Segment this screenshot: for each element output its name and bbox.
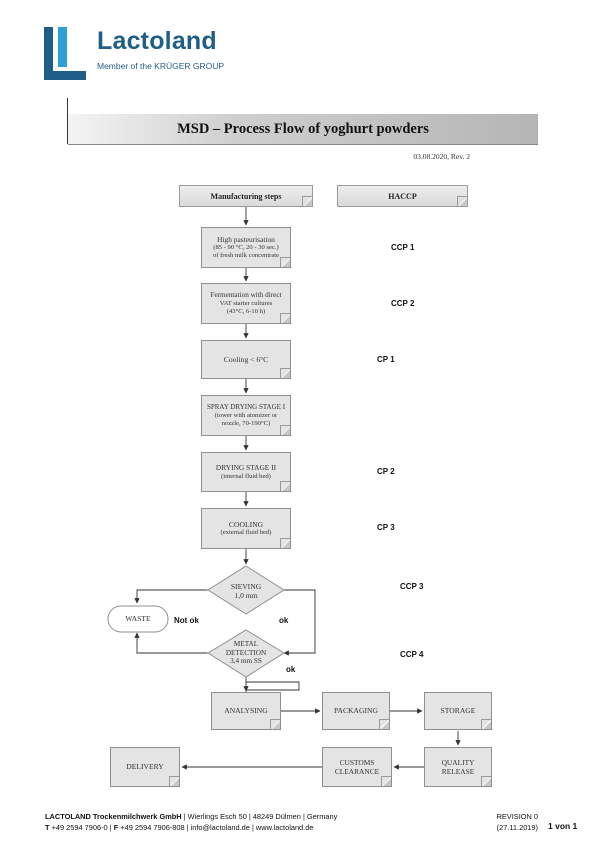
metal-detection-diamond [207, 629, 285, 678]
metal-line3: 3,4 mm SS [230, 657, 262, 666]
haccp-cp1: CP 1 [377, 355, 395, 364]
step-cooling-label: Cooling < 6°C [223, 354, 269, 364]
label-ok-sieving: ok [279, 616, 289, 625]
footer-revision: REVISION 0 [496, 812, 538, 821]
step-drying-stage-2: DRYING STAGE II (internal fluid bed) [201, 452, 291, 492]
step-high-pasteurisation: High pasteurisation (85 - 90 °C, 20 - 30… [201, 227, 291, 268]
footer-address: LACTOLAND Trockenmilchwerk GmbH | Wierli… [45, 812, 337, 821]
title-divider [67, 98, 68, 144]
step-customs-clearance: CUSTOMS CLEARANCE [322, 747, 392, 787]
logo-subtitle: Member of the KRÜGER GROUP [97, 61, 225, 71]
step-storage-label: STORAGE [440, 706, 476, 716]
quality-line1: QUALITY [441, 757, 475, 767]
logo-wordmark: Lactoland [97, 27, 217, 55]
sieving-line1: SIEVING [230, 582, 262, 591]
metal-line2: DETECTION [225, 648, 267, 657]
header-steps-label: Manufacturing steps [210, 191, 282, 201]
step-pasteurisation-line1: High pasteurisation [217, 234, 275, 244]
waste-label: WASTE [125, 614, 151, 623]
step-fermentation-line3: (43°C, 6-10 h) [226, 308, 266, 315]
customs-line2: CLEARANCE [334, 767, 380, 776]
step-delivery: DELIVERY [110, 747, 180, 787]
header-manufacturing-steps: Manufacturing steps [179, 185, 313, 207]
footer-fax-label: F [113, 823, 119, 832]
metal-detection-text: METAL DETECTION 3,4 mm SS [216, 640, 276, 666]
haccp-ccp1: CCP 1 [391, 243, 415, 252]
waste-terminal [107, 605, 169, 633]
step-cooling-external: COOLING (external fluid bed) [201, 508, 291, 549]
haccp-cp2: CP 2 [377, 467, 395, 476]
step-spray-line3: nozzle, 70-190°C) [221, 419, 271, 427]
lactoland-logo-icon [44, 27, 86, 80]
step-analysing-label: ANALYSING [224, 706, 268, 716]
step-cooling2-line1: COOLING [228, 519, 264, 529]
step-fermentation-line1: Fermentation with direct [210, 290, 282, 299]
footer-company: LACTOLAND Trockenmilchwerk GmbH [45, 812, 182, 821]
step-spray-line1: SPRAY DRYING STAGE I [206, 402, 286, 411]
sieving-text: SIEVING 1,0 mm [216, 582, 276, 600]
header-haccp-label: HACCP [388, 191, 417, 201]
footer-tel: +49 2594 7906-0 | [49, 823, 114, 832]
step-storage: STORAGE [424, 692, 492, 730]
sieving-diamond [207, 565, 285, 615]
label-ok-metal: ok [286, 665, 296, 674]
label-not-ok: Not ok [174, 616, 199, 625]
step-fermentation: Fermentation with direct VAT starter cul… [201, 283, 291, 324]
haccp-ccp2: CCP 2 [391, 299, 415, 308]
haccp-ccp3: CCP 3 [400, 582, 424, 591]
step-drying2-line2: (internal fluid bed) [221, 472, 271, 480]
step-fermentation-line2: VAT starter cultures [219, 299, 273, 307]
revision-date: 03.08.2020, Rev. 2 [413, 152, 470, 161]
step-packaging-label: PACKAGING [333, 706, 379, 716]
footer-tel-label: T [45, 823, 50, 832]
sieving-line2: 1,0 mm [234, 591, 258, 601]
step-analysing: ANALYSING [211, 692, 281, 730]
footer-revision-date: (27.11.2019) [496, 823, 538, 832]
quality-line2: RELEASE [441, 767, 475, 776]
step-delivery-label: DELIVERY [126, 762, 164, 772]
step-cooling: Cooling < 6°C [201, 340, 291, 379]
step-spray-line2: (tower with atomizer or [214, 411, 278, 419]
title-band [68, 114, 538, 145]
customs-line1: CUSTOMS [339, 757, 375, 767]
haccp-ccp4: CCP 4 [400, 650, 424, 659]
footer-address-text: | Wierlings Esch 50 | 48249 Dülmen | Ger… [181, 812, 338, 821]
step-cooling2-line2: (external fluid bed) [220, 529, 272, 537]
footer-fax-contact: +49 2594 7906-808 | info@lactoland.de | … [118, 823, 314, 832]
page-number: 1 von 1 [548, 821, 578, 831]
step-spray-drying: SPRAY DRYING STAGE I (tower with atomize… [201, 395, 291, 436]
haccp-cp3: CP 3 [377, 523, 395, 532]
page-title: MSD – Process Flow of yoghurt powders [177, 121, 429, 137]
metal-line1: METAL [233, 640, 259, 648]
step-pasteurisation-line2: (85 - 90 °C, 20 - 30 sec.) [213, 243, 279, 251]
step-pasteurisation-line3: of fresh milk concentrate [212, 252, 280, 260]
step-quality-release: QUALITY RELEASE [424, 747, 492, 787]
header-haccp: HACCP [337, 185, 468, 207]
footer-contact: T +49 2594 7906-0 | F +49 2594 7906-808 … [45, 823, 313, 832]
step-packaging: PACKAGING [322, 692, 390, 730]
step-drying2-line1: DRYING STAGE II [215, 463, 277, 473]
